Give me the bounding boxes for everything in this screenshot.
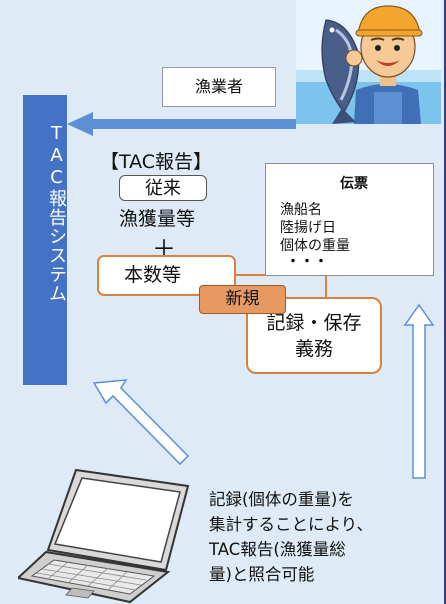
laptop-to-system-arrow: [92, 379, 190, 466]
footnote-line: TAC報告(漁獲量総: [209, 540, 346, 559]
catch-amount-text: 漁獲量等: [119, 208, 196, 230]
laptop-icon: [18, 468, 190, 604]
tac-system-label: TAC報告システム: [46, 123, 67, 303]
fisher-illustration-icon: [296, 0, 441, 124]
conventional-tag: 従来: [119, 175, 207, 201]
slip-title: 伝票: [340, 176, 368, 192]
count-box: 本数等: [97, 255, 236, 296]
new-tag: 新規: [199, 285, 286, 314]
slip-line: ・・・: [286, 254, 328, 270]
slip-line: 陸揚げ日: [280, 220, 336, 236]
up-arrow: [403, 303, 435, 479]
footnote-line: 記録(個体の重量)を: [209, 490, 354, 509]
footnote-text: 記録(個体の重量)を 集計することにより、 TAC報告(漁獲量総 量)と照合可能: [209, 487, 419, 587]
record-obligation-line1: 記録・保存: [266, 312, 362, 334]
tac-report-heading: 【TAC報告】: [100, 151, 213, 173]
footnote-line: 集計することにより、: [209, 515, 374, 534]
fisher-label: 漁業者: [162, 67, 276, 107]
slip-box: 伝票 漁船名 陸揚げ日 個体の重量 ・・・: [265, 163, 434, 276]
fisher-to-system-arrow: [67, 112, 296, 136]
record-obligation-box: 記録・保存 義務: [246, 297, 382, 374]
slip-line: 個体の重量: [280, 238, 350, 254]
frame-border: [444, 0, 446, 604]
footnote-line: 量)と照合可能: [209, 565, 315, 584]
tac-system-bar: TAC報告システム: [23, 95, 67, 385]
record-obligation-line2: 義務: [294, 338, 333, 360]
slip-line: 漁船名: [280, 202, 322, 218]
